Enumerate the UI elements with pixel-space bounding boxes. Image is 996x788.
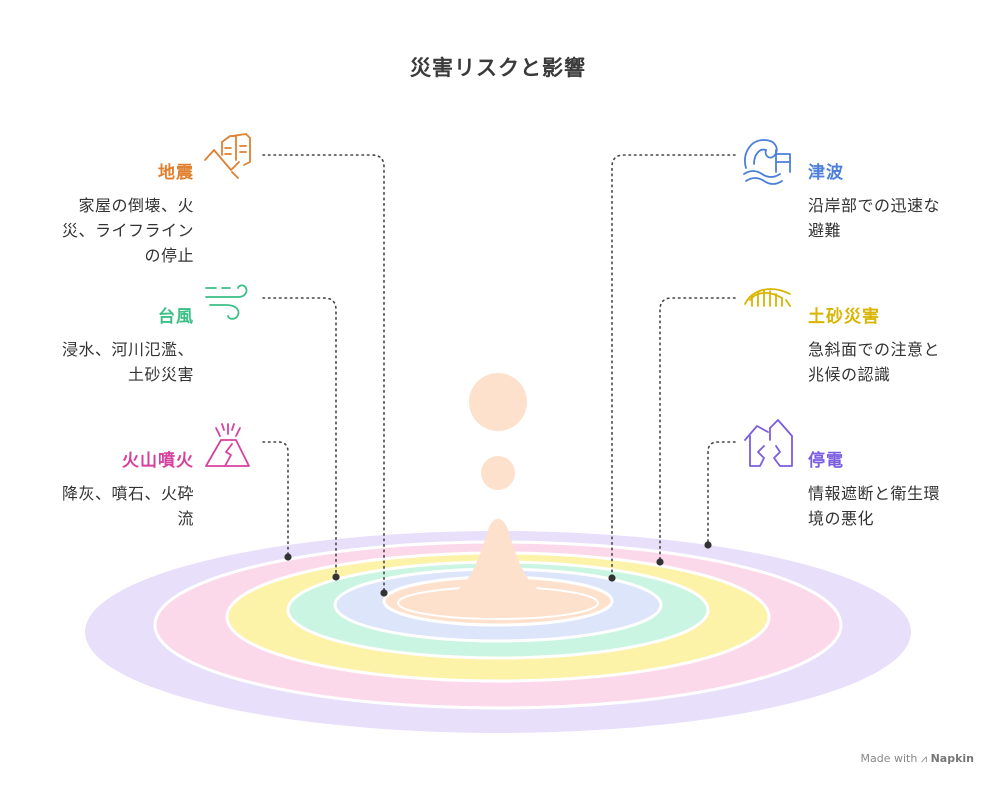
connector-tsunami <box>611 154 736 578</box>
connector-blackout <box>707 441 736 546</box>
connector-volcano <box>262 441 289 558</box>
connector-typhoon <box>262 297 337 577</box>
napkin-logo-icon: ⩘ <box>920 752 928 765</box>
description-landslide: 急斜面での注意と 兆候の認識 <box>808 337 940 387</box>
label-tsunami: 津波 <box>808 163 844 183</box>
endpoint-blackout <box>704 541 712 549</box>
broken-house-icon <box>744 419 793 467</box>
napkin-watermark[interactable]: Made with ⩘ Napkin <box>861 752 974 766</box>
description-line: 境の悪化 <box>808 509 875 528</box>
description-line: 兆候の認識 <box>808 365 891 384</box>
description-line: 土砂災害 <box>127 365 194 384</box>
description-line: の停止 <box>144 246 194 265</box>
description-line: 沿岸部での迅速な <box>808 196 941 215</box>
label-earthquake: 地震 <box>158 163 194 183</box>
description-line: 情報遮断と衛生環 <box>808 484 941 503</box>
wave-icon <box>743 139 791 185</box>
watermark-brand: Napkin <box>930 752 974 765</box>
droplet-small <box>481 456 515 490</box>
description-line: 浸水、河川氾濫、 <box>61 340 194 359</box>
label-volcano: 火山噴火 <box>122 451 194 471</box>
description-tsunami: 沿岸部での迅速な 避難 <box>808 193 940 243</box>
description-line: 家屋の倒壊、火 <box>78 196 194 215</box>
label-typhoon: 台風 <box>158 307 194 327</box>
landslide-icon <box>744 288 791 307</box>
watermark-prefix: Made with <box>860 752 918 765</box>
endpoint-typhoon <box>332 573 340 581</box>
diagram-title: 災害リスクと影響 <box>410 56 586 80</box>
label-landslide: 土砂災害 <box>808 307 880 327</box>
description-line: 災、ライフライン <box>61 221 194 240</box>
endpoint-earthquake <box>380 589 388 597</box>
label-blackout: 停電 <box>808 451 844 471</box>
connector-lines <box>262 154 736 593</box>
description-blackout: 情報遮断と衛生環 境の悪化 <box>808 481 940 531</box>
description-line: 避難 <box>808 221 842 240</box>
splash-peak <box>420 518 576 605</box>
collapsing-building-icon <box>204 133 251 179</box>
connector-endpoints <box>284 541 712 597</box>
connector-landslide <box>659 297 736 563</box>
endpoint-volcano <box>284 553 292 561</box>
description-typhoon: 浸水、河川氾濫、 土砂災害 <box>62 337 194 387</box>
connector-earthquake <box>262 154 385 593</box>
droplet-large <box>469 373 527 431</box>
description-earthquake: 家屋の倒壊、火 災、ライフライン の停止 <box>62 193 194 268</box>
wind-icon <box>205 284 248 320</box>
description-line: 流 <box>177 509 194 528</box>
description-line: 急斜面での注意と <box>808 340 941 359</box>
endpoint-landslide <box>656 558 664 566</box>
endpoint-tsunami <box>608 574 616 582</box>
description-volcano: 降灰、噴石、火砕 流 <box>62 481 194 531</box>
description-line: 降灰、噴石、火砕 <box>61 484 194 503</box>
volcano-icon <box>205 423 250 467</box>
